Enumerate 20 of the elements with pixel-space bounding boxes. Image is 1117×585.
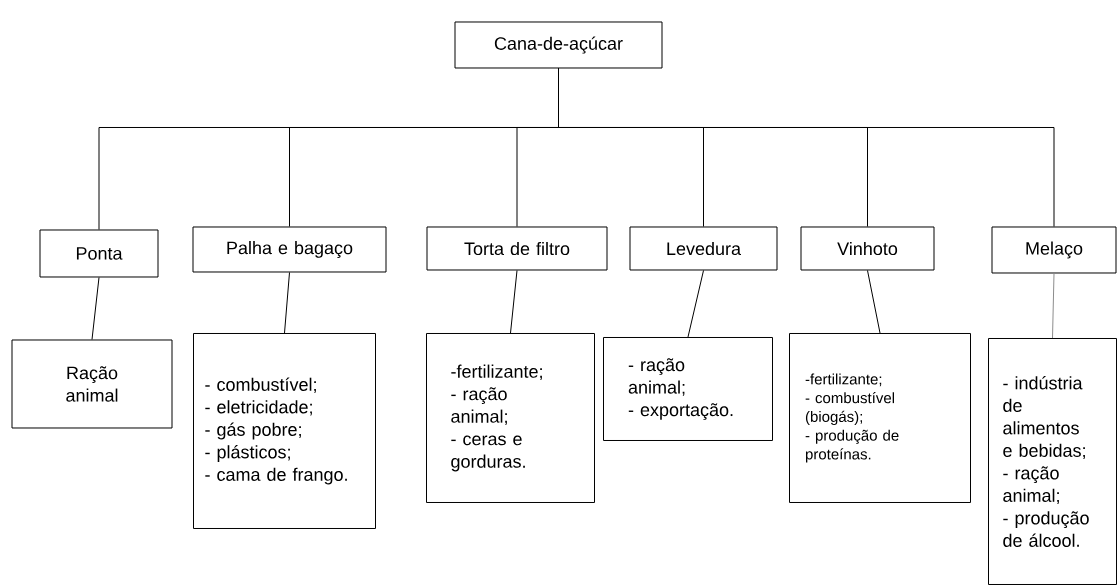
category-box: Torta de filtro — [426, 226, 608, 271]
item-list-box: -fertilizante; - combustível (biogás); - produção de proteínas. — [789, 333, 971, 503]
category-box: Ponta — [39, 229, 159, 278]
item-list-box: -fertilizante; - ração animal; - ceras e gorduras. — [426, 333, 595, 503]
connector-line — [558, 68, 1055, 227]
item-list-box: - combustível; - eletricidade; - gás pobre; - plásticos; - cama de frango. — [193, 333, 376, 529]
category-box: Melaço — [991, 226, 1117, 274]
category-box: Palha e bagaço — [192, 226, 387, 273]
connector-line — [91, 277, 100, 340]
connector-line — [867, 270, 881, 334]
item-list-box: - ração animal; - exportação. — [603, 337, 773, 441]
category-box: Levedura — [629, 226, 778, 271]
connector-line — [510, 270, 518, 334]
item-list-box: - indústria de alimentos e bebidas; - ração animal; - produção de álcool. — [988, 338, 1117, 585]
root-box: Cana-de-açúcar — [454, 21, 663, 69]
category-box: Vinhoto — [800, 226, 935, 271]
category-box: Ração animal — [11, 339, 173, 429]
connector-line — [687, 270, 704, 338]
connector-line — [1052, 273, 1055, 339]
connector-line — [284, 272, 290, 334]
